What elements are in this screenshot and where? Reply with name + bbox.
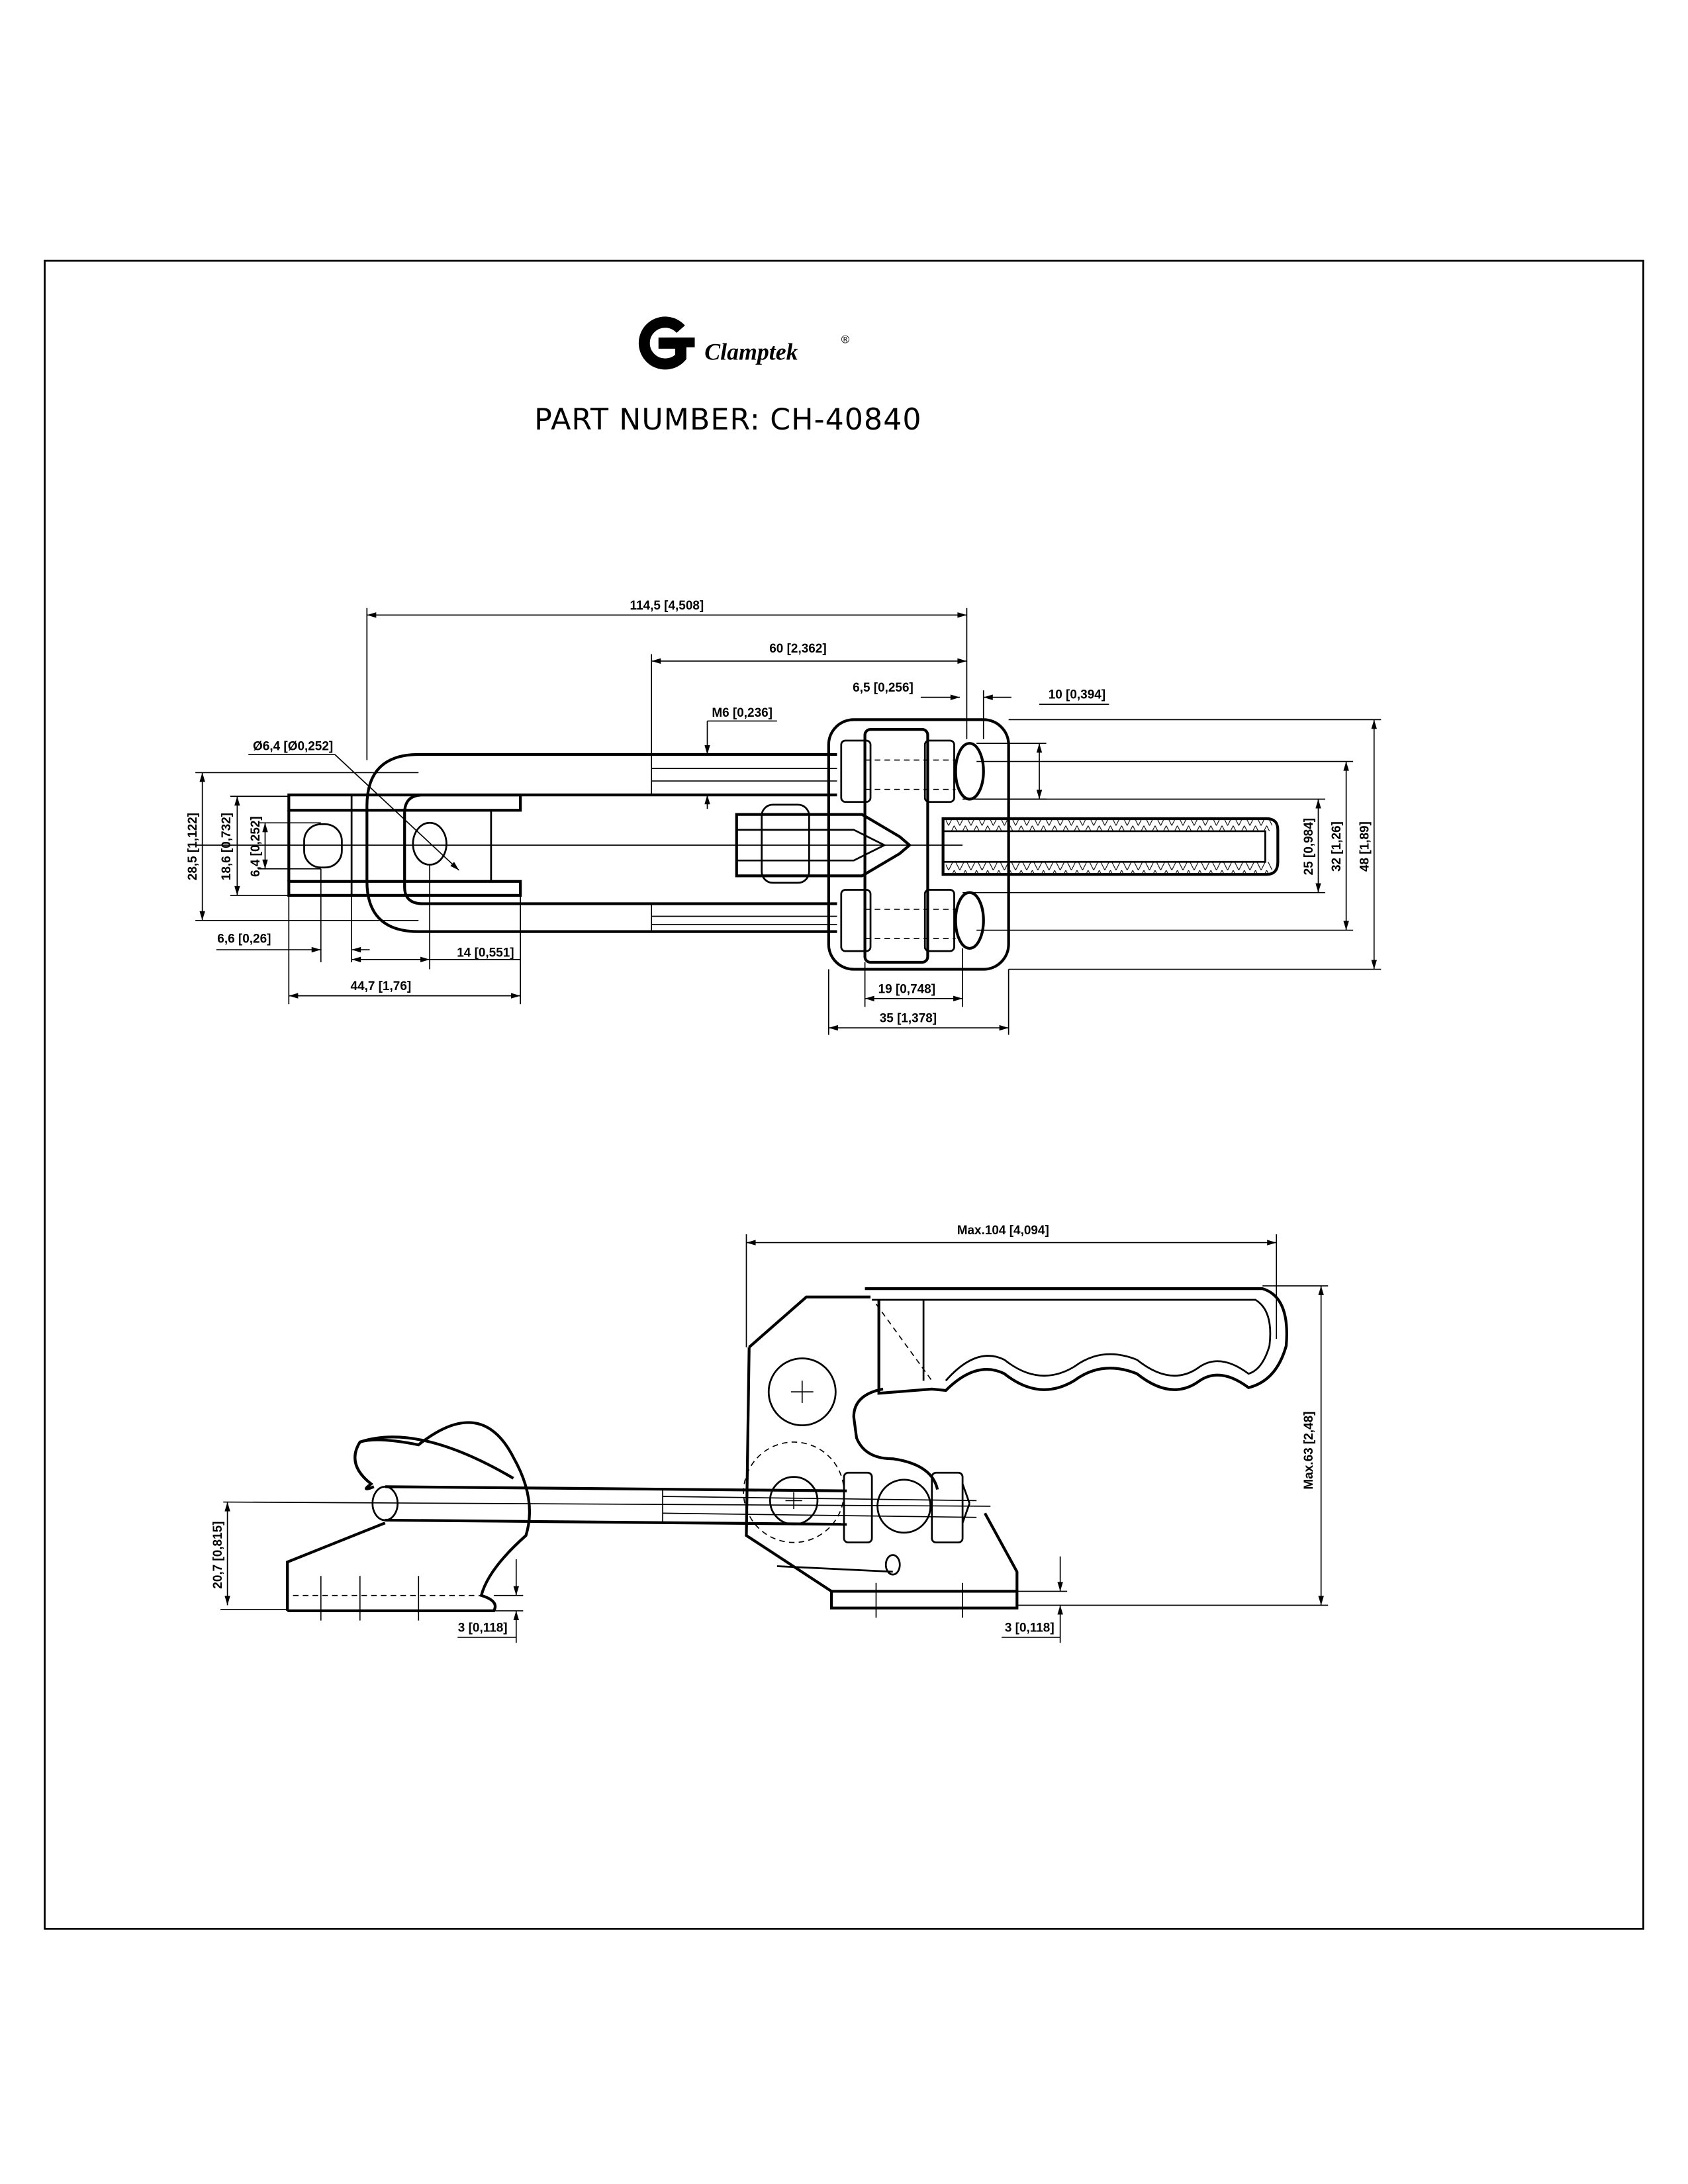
latch-body [745,1295,1019,1593]
dim-hole-diameter: Ø6,4 [Ø0,252] [253,740,333,754]
handle-side [865,1287,1288,1395]
dim-overall-length: 114,5 [4,508] [630,599,704,613]
pivot-hole [767,1357,837,1427]
dim-max-length: Max.104 [4,094] [957,1224,1049,1238]
dim-hook-inner: 18,6 [0,732] [220,813,234,880]
base-plate [827,718,1010,971]
side-view: Max.104 [4,094] Max.63 [2,48] 20,7 [0,81… [211,1224,1329,1643]
dim-base-width: 35 [1,378] [880,1012,937,1026]
dim-hole-offset: 14 [0,551] [457,946,514,960]
drawing-border [44,259,1644,1930]
dim-nut-offset: 6,5 [0,256] [853,681,914,695]
logo-mark-icon [638,316,686,370]
dim-base-height: 48 [1,89] [1358,821,1372,872]
dim-rod-length: 60 [2,362] [769,642,826,656]
handle-grip [941,817,1280,876]
top-view: 114,5 [4,508] 60 [2,362] 6,5 [0,256] 10 … [186,599,1382,1035]
clamptek-logo: Clamptek ® [638,316,850,370]
registered-mark: ® [841,333,850,345]
base-plate-side [829,1590,1019,1610]
part-number-value: CH-40840 [770,403,921,437]
hook-body [287,1421,532,1613]
brand-name: Clamptek [704,339,798,365]
hook-slot [303,823,343,869]
dim-hook-rod-height: 20,7 [0,815] [211,1522,225,1589]
dim-max-height: Max.63 [2,48] [1302,1412,1316,1490]
dim-rod-spacing: 32 [1,26] [1330,821,1344,872]
dim-base-plate-thickness: 3 [0,118] [1005,1621,1055,1635]
hook-hole [412,821,447,866]
dim-cap-width: 10 [0,394] [1049,688,1105,702]
part-number-label: PART NUMBER: [534,403,761,437]
dim-slot-offset: 6,6 [0,26] [217,933,271,946]
dim-nut-span: 19 [0,748] [878,982,935,996]
dim-hook-height: 28,5 [1,122] [186,813,200,880]
dim-hook-plate-thickness: 3 [0,118] [458,1621,508,1635]
dim-slot-width: 6,4 [0,252] [249,816,263,877]
dim-handle-width: 25 [0,984] [1302,818,1316,875]
dim-hook-length: 44,7 [1,76] [351,979,412,993]
dim-thread: M6 [0,236] [712,706,773,720]
